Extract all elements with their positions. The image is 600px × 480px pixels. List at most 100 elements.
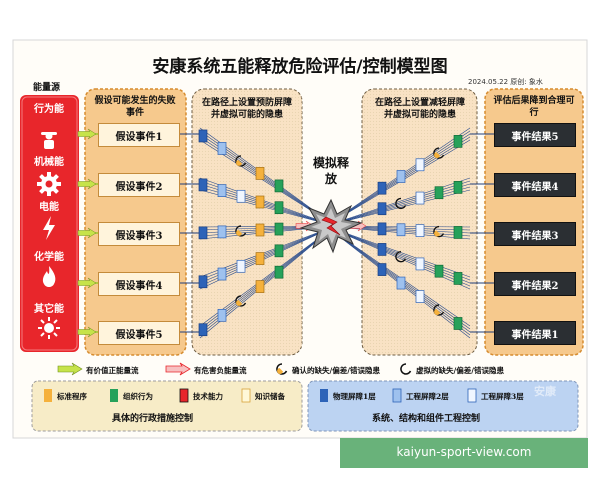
mitigation-barrier [434, 186, 444, 200]
admin-control-footer: 具体的行政措施控制 [112, 414, 194, 424]
energy-item-other: 其它能 [34, 304, 64, 315]
positive-energy-icon [57, 362, 83, 376]
watermark: 安康 [534, 385, 556, 398]
mitigation-barrier [453, 135, 463, 148]
failure-event-3: 假设事件3 [98, 222, 180, 246]
confirmed-hazard-icon [235, 295, 247, 307]
mitigation-barrier [396, 223, 406, 237]
people-icon [41, 132, 57, 149]
legend-positive-label: 有价值正能量流 [86, 366, 139, 375]
mitigation-barrier [415, 224, 425, 238]
mitigation-barrier [377, 263, 387, 276]
energy-path [342, 139, 471, 216]
energy-item-chemical: 化学能 [34, 252, 64, 263]
admin-control-legend [31, 380, 303, 432]
virtual-hazard-icon [395, 250, 407, 263]
flame-icon [42, 266, 56, 287]
prevention-barrier [198, 323, 208, 337]
mitigation-barrier [377, 243, 387, 256]
legend-tech-label: 技术能力 [193, 392, 223, 401]
event-result-3: 事件结果3 [494, 222, 576, 246]
event-result-5: 事件结果5 [494, 123, 576, 147]
virtual-hazard-icon [400, 363, 412, 375]
energy-path [342, 177, 471, 221]
failure-event-1: 假设事件1 [98, 123, 180, 147]
prevention-barrier [198, 178, 208, 192]
failure-events-header: 假设可能发生的失败事件 [94, 96, 176, 118]
event-result-1: 事件结果1 [494, 321, 576, 345]
prevention-barrier [217, 142, 227, 155]
energy-path [342, 136, 471, 216]
legend-confirmed-label: 确认的缺失/偏差/错误隐患 [292, 366, 380, 375]
mitigation-barrier [453, 181, 463, 194]
engineering-control-legend [307, 380, 579, 432]
mitigation-barrier [396, 276, 406, 290]
legend-eng2-label: 工程屏障2层 [406, 392, 449, 401]
mitigation-barrier [434, 264, 444, 278]
energy-path [342, 130, 471, 215]
energy-path [342, 238, 471, 330]
energy-path [342, 226, 471, 237]
energy-flow-arrow [77, 178, 97, 190]
tech-ability-swatch [179, 388, 189, 403]
failure-event-2: 假设事件2 [98, 173, 180, 197]
eng-barrier-3-swatch [467, 388, 477, 403]
energy-path [342, 233, 471, 290]
prevention-barrier [255, 167, 265, 180]
energy-path [342, 189, 471, 222]
energy-path [342, 231, 471, 278]
prevention-barrier [217, 308, 227, 322]
prevention-barrier [274, 265, 284, 279]
engineering-control-footer: 系统、结构和组件工程控制 [372, 414, 481, 424]
mitigation-barrier [396, 170, 406, 183]
confirmed-hazard-icon [276, 363, 288, 375]
confirmed-hazard-icon [235, 225, 247, 237]
mitigation-barrier [453, 226, 463, 239]
confirmed-hazard-icon [433, 225, 445, 238]
failure-event-5: 假设事件5 [98, 321, 180, 345]
confirmed-hazard-icon [433, 304, 445, 316]
org-behavior-swatch [110, 389, 118, 402]
prevention-header: 在路径上设置预防屏障并虚拟可能的隐患 [201, 98, 292, 120]
energy-item-electric: 电能 [39, 202, 59, 213]
barrier-markers [198, 129, 463, 337]
negative-energy-icon [165, 362, 191, 376]
energy-item-behavior: 行为能 [34, 104, 64, 115]
failure-event-4: 假设事件4 [98, 272, 180, 296]
prevention-barrier [217, 184, 227, 197]
energy-column [20, 95, 79, 352]
prevention-barrier [217, 225, 227, 239]
legend-org-label: 组织行为 [123, 392, 153, 401]
virtual-hazard-icon [395, 197, 407, 210]
prevention-barrier [255, 195, 265, 209]
footer-banner-text[interactable]: kaiyun-sport-view.com [396, 445, 532, 459]
prevention-barrier [198, 226, 208, 240]
prevention-barrier [198, 275, 208, 289]
mitigation-barrier [453, 317, 463, 330]
energy-path [342, 186, 471, 222]
mitigation-barrier [415, 158, 425, 172]
energy-path [342, 238, 471, 333]
energy-path [342, 238, 471, 336]
prevention-barrier [217, 267, 227, 281]
energy-flow-arrow [77, 277, 97, 289]
mitigation-barrier [415, 290, 425, 303]
mitigation-barrier [377, 181, 387, 195]
mitigation-barrier [377, 202, 387, 216]
prevention-barrier [236, 259, 246, 273]
energy-path [342, 226, 471, 234]
energy-path [342, 180, 471, 221]
energy-header: 能量源 [33, 83, 61, 93]
event-result-4: 事件结果4 [494, 173, 576, 197]
energy-path [342, 127, 471, 215]
prevention-barrier [255, 223, 265, 237]
prevention-barrier [236, 189, 246, 203]
energy-path [342, 239, 471, 339]
energy-path [342, 232, 471, 287]
footer-banner [340, 438, 588, 468]
energy-path [342, 232, 471, 281]
physical-barrier-swatch [320, 389, 328, 402]
energy-item-mechanical: 机械能 [34, 157, 64, 168]
knowledge-swatch [241, 388, 251, 403]
procedure-swatch [44, 389, 52, 402]
